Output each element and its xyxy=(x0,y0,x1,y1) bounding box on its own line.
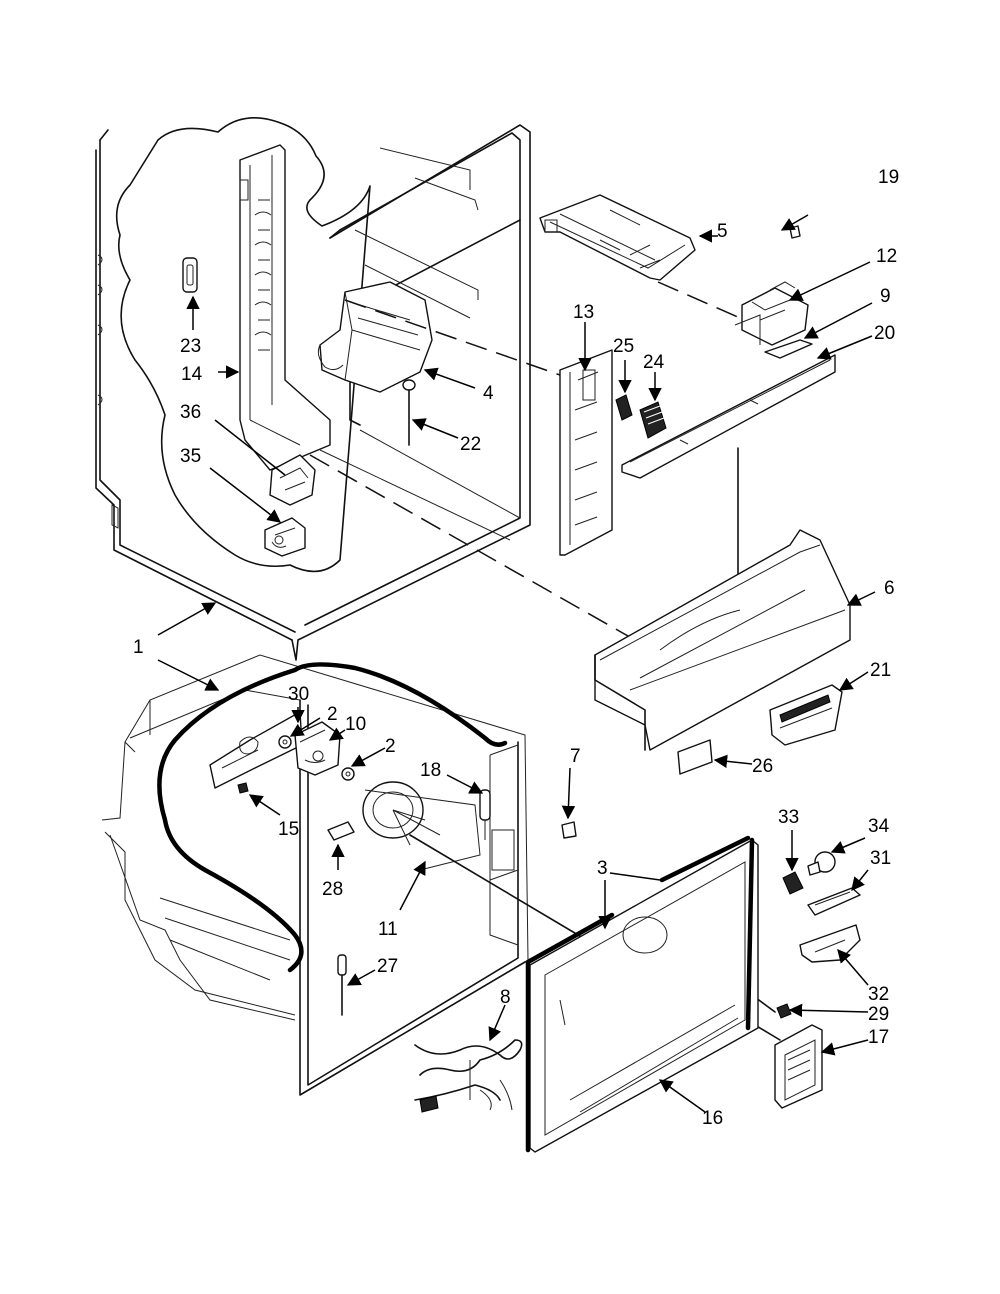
washer-2a xyxy=(278,735,292,749)
callout-33: 33 xyxy=(778,807,799,828)
callout-12: 12 xyxy=(876,246,897,267)
callout-1: 1 xyxy=(133,637,144,658)
callout-30: 30 xyxy=(288,684,309,705)
ice-bin-housing xyxy=(317,281,433,393)
callout-24: 24 xyxy=(643,352,665,373)
panel-20 xyxy=(621,354,836,479)
plate-9 xyxy=(764,339,813,359)
lens-31 xyxy=(807,887,861,916)
callout-27: 27 xyxy=(377,956,398,977)
callout-23: 23 xyxy=(180,336,201,357)
callout-5: 5 xyxy=(717,221,728,242)
callout-14: 14 xyxy=(181,364,203,385)
bracket-17 xyxy=(774,1024,823,1109)
callout-34: 34 xyxy=(868,816,890,837)
dispenser-lever-21 xyxy=(769,684,843,746)
dispenser-housing-6 xyxy=(594,529,851,751)
callout-28: 28 xyxy=(322,879,343,900)
callout-35: 35 xyxy=(180,446,201,467)
ice-chute-column xyxy=(239,144,331,471)
callout-25: 25 xyxy=(613,336,634,357)
callout-17: 17 xyxy=(868,1027,889,1048)
callout-13: 13 xyxy=(573,302,594,323)
fan-housing-11 xyxy=(362,781,481,871)
cover-32 xyxy=(799,924,861,963)
button-24 xyxy=(639,401,667,439)
callout-7: 7 xyxy=(570,746,581,767)
thermistor-18 xyxy=(479,789,491,840)
callout-36: 36 xyxy=(180,402,201,423)
socket-33 xyxy=(782,871,804,895)
callout-22: 22 xyxy=(460,434,481,455)
callout-32: 32 xyxy=(868,984,889,1005)
callout-labels: 19 5 12 9 20 13 25 24 23 14 4 22 36 35 6… xyxy=(133,167,899,1129)
probe-22 xyxy=(402,379,416,446)
callout-2b: 2 xyxy=(385,736,396,757)
screw-29 xyxy=(776,1003,792,1019)
upper-cabinet-liner xyxy=(95,117,531,661)
button-25 xyxy=(615,394,633,421)
wire-harness-8 xyxy=(414,1039,523,1113)
damper-35 xyxy=(264,517,306,557)
dash-5-12 xyxy=(657,281,741,319)
control-panel-13 xyxy=(559,349,613,556)
callout-15: 15 xyxy=(278,819,299,840)
callout-31: 31 xyxy=(870,848,891,869)
callout-3: 3 xyxy=(597,858,608,879)
top-frame-5 xyxy=(539,194,696,281)
callout-4: 4 xyxy=(483,383,494,404)
callout-8: 8 xyxy=(500,987,511,1008)
slot-cover-23 xyxy=(182,257,198,293)
lower-cabinet xyxy=(101,654,529,1096)
callout-16: 16 xyxy=(702,1108,723,1129)
sensor-27 xyxy=(337,954,347,1016)
dash-13-20 xyxy=(344,299,561,376)
clip-7 xyxy=(561,821,577,839)
callout-20: 20 xyxy=(874,323,895,344)
line-11-door xyxy=(409,834,596,946)
callout-19: 19 xyxy=(878,167,899,188)
callout-21: 21 xyxy=(870,660,891,681)
callout-29: 29 xyxy=(868,1004,889,1025)
callout-18: 18 xyxy=(420,760,441,781)
bracket-36 xyxy=(269,454,316,506)
callout-26: 26 xyxy=(752,756,773,777)
motor-12 xyxy=(734,281,809,346)
pad-26 xyxy=(677,739,713,775)
bulb-34 xyxy=(807,851,836,876)
washer-2b xyxy=(341,767,355,781)
callout-10: 10 xyxy=(345,714,366,735)
gasket-lower xyxy=(157,662,508,973)
fan-motor-10 xyxy=(294,721,341,776)
callout-9: 9 xyxy=(880,286,891,307)
drawer-front-16 xyxy=(525,835,759,1153)
clip-28 xyxy=(327,821,355,841)
callout-6: 6 xyxy=(884,578,895,599)
callout-2a: 2 xyxy=(327,704,338,725)
bracket-30 xyxy=(209,711,303,794)
leader-lines xyxy=(157,214,876,1113)
clip-19 xyxy=(789,225,801,239)
callout-11: 11 xyxy=(378,919,398,940)
